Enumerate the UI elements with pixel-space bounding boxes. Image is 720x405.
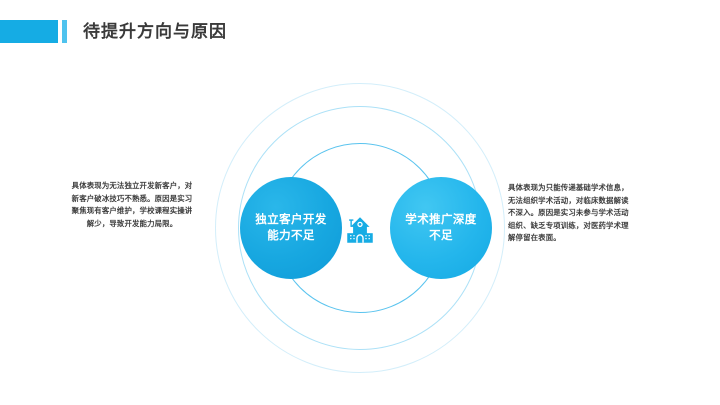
description-left: 具体表现为无法独立开发新客户，对 新客户破冰技巧不熟悉。原因是实习 聚焦现有客户… [56, 180, 208, 230]
description-right-line-1: 具体表现为只能传递基础学术信息， [508, 183, 629, 192]
bubble-right-line2: 不足 [429, 230, 453, 242]
description-right-line-5: 解停留在表面。 [508, 233, 561, 243]
bubble-right-text: 学术推广深度 不足 [393, 212, 488, 244]
bubble-left-line2: 能力不足 [267, 230, 315, 242]
description-right: 具体表现为只能传递基础学术信息， 无法组织学术活动，对临床数据解读 不深入。原因… [508, 182, 668, 245]
page-title: 待提升方向与原因 [83, 22, 227, 41]
description-left-line-4: 解少，导致开发能力局限。 [86, 218, 178, 228]
description-left-line-2: 新客户破冰技巧不熟悉。原因是实习 [71, 193, 193, 203]
ring-outer [215, 83, 505, 373]
bubble-right-line1: 学术推广深度 [405, 214, 477, 226]
description-right-line-2: 无法组织学术活动，对临床数据解读 [508, 195, 629, 205]
description-right-line-4: 组织、缺乏专项训练，对医药学术理 [508, 220, 629, 230]
title-accent-tick [62, 20, 67, 43]
title-accent-block [0, 20, 58, 43]
description-right-line-3: 不深入。原因是实习未参与学术活动 [508, 208, 629, 218]
description-left-line-3: 聚焦现有客户维护，学校课程实操讲 [71, 206, 193, 216]
bubble-left-text: 独立客户开发 能力不足 [243, 212, 338, 244]
bubble-left-line1: 独立客户开发 [255, 214, 327, 226]
school-building-icon [340, 210, 380, 250]
description-left-line-1: 具体表现为无法独立开发新客户，对 [71, 181, 193, 190]
bubble-academic-promotion-depth[interactable]: 学术推广深度 不足 [390, 177, 492, 279]
slide-title-bar: 待提升方向与原因 [0, 20, 227, 43]
bubble-independent-client-development[interactable]: 独立客户开发 能力不足 [240, 177, 342, 279]
